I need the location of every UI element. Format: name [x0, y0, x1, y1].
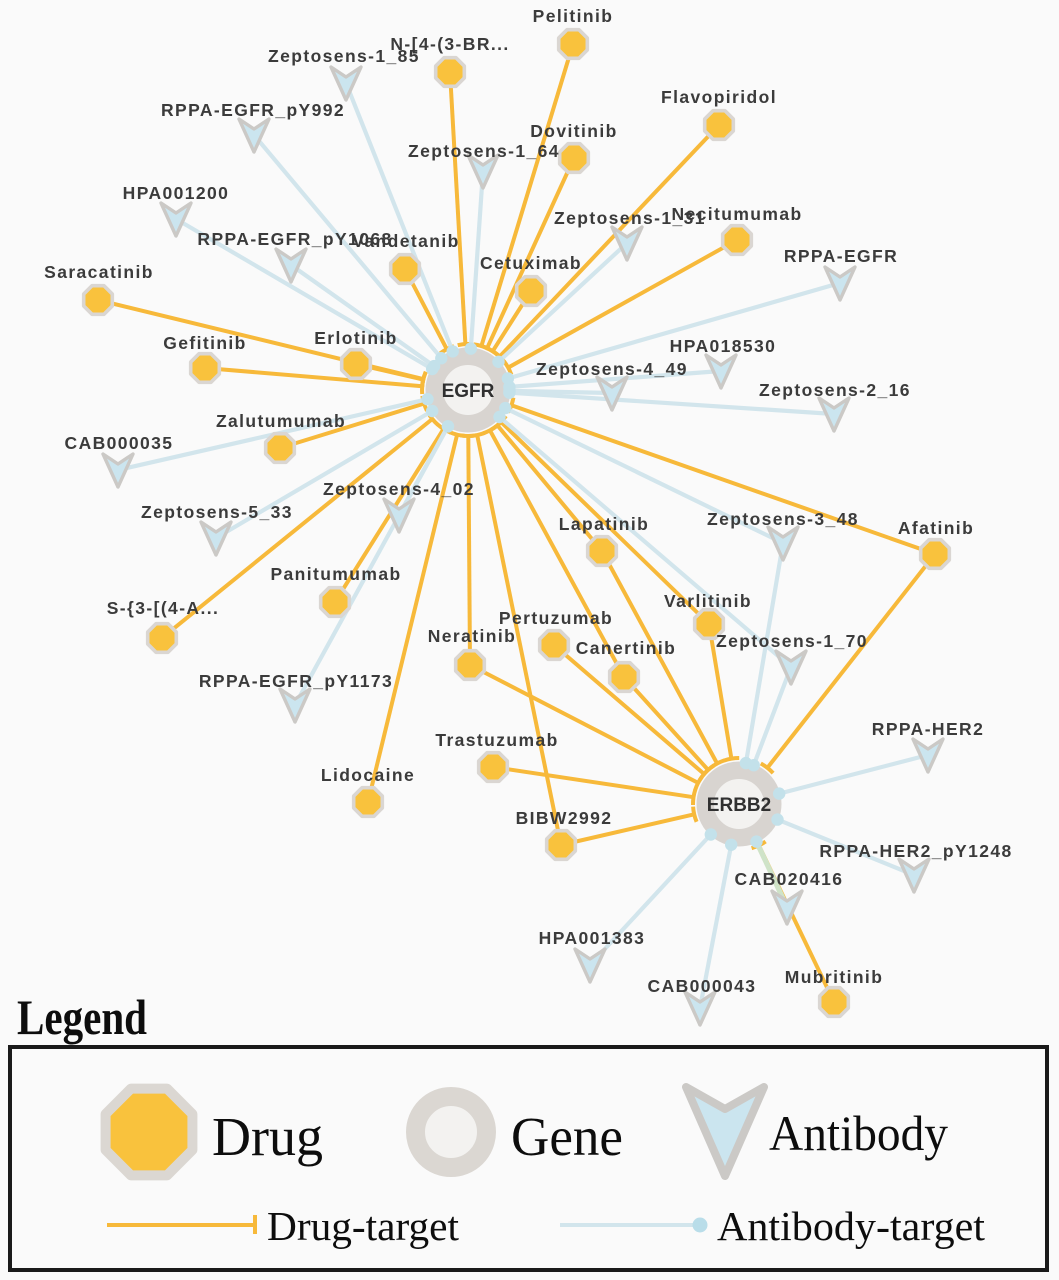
- svg-text:Trastuzumab: Trastuzumab: [435, 730, 558, 750]
- svg-text:Pelitinib: Pelitinib: [533, 6, 614, 26]
- svg-text:RPPA-HER2_pY1248: RPPA-HER2_pY1248: [819, 841, 1012, 861]
- svg-text:HPA001200: HPA001200: [123, 183, 230, 203]
- svg-text:HPA018530: HPA018530: [670, 336, 777, 356]
- svg-text:Legend: Legend: [17, 989, 147, 1045]
- svg-text:Pertuzumab: Pertuzumab: [499, 608, 613, 628]
- svg-text:Zeptosens-1_85: Zeptosens-1_85: [268, 46, 420, 66]
- svg-text:Saracatinib: Saracatinib: [44, 262, 154, 282]
- svg-text:Lapatinib: Lapatinib: [559, 514, 649, 534]
- svg-text:BIBW2992: BIBW2992: [516, 808, 613, 828]
- svg-text:Zeptosens-5_33: Zeptosens-5_33: [141, 502, 293, 522]
- svg-text:Zeptosens-1_31: Zeptosens-1_31: [554, 208, 706, 228]
- svg-text:Zeptosens-4_49: Zeptosens-4_49: [536, 359, 688, 379]
- svg-text:Flavopiridol: Flavopiridol: [661, 87, 777, 107]
- svg-text:CAB000043: CAB000043: [648, 976, 757, 996]
- svg-text:Zeptosens-1_64: Zeptosens-1_64: [408, 141, 560, 161]
- svg-text:Drug-target: Drug-target: [267, 1203, 460, 1249]
- svg-text:Gene: Gene: [511, 1106, 623, 1167]
- svg-text:EGFR: EGFR: [442, 381, 495, 402]
- svg-text:Necitumumab: Necitumumab: [671, 204, 802, 224]
- svg-text:Zeptosens-4_02: Zeptosens-4_02: [323, 479, 475, 499]
- svg-text:RPPA-EGFR: RPPA-EGFR: [784, 246, 898, 266]
- svg-text:Lidocaine: Lidocaine: [321, 765, 415, 785]
- svg-text:RPPA-EGFR_pY1173: RPPA-EGFR_pY1173: [199, 671, 393, 691]
- svg-text:Drug: Drug: [212, 1106, 323, 1167]
- svg-text:RPPA-EGFR_pY992: RPPA-EGFR_pY992: [161, 100, 345, 120]
- svg-text:ERBB2: ERBB2: [707, 795, 771, 816]
- svg-text:Vandetanib: Vandetanib: [352, 231, 459, 251]
- svg-text:Panitumumab: Panitumumab: [270, 564, 401, 584]
- svg-text:Varlitinib: Varlitinib: [664, 591, 752, 611]
- svg-text:S-{3-[(4-A...: S-{3-[(4-A...: [107, 598, 220, 618]
- svg-text:Erlotinib: Erlotinib: [314, 328, 398, 348]
- svg-text:Mubritinib: Mubritinib: [785, 967, 884, 987]
- svg-text:Gefitinib: Gefitinib: [163, 333, 247, 353]
- svg-text:Zeptosens-3_48: Zeptosens-3_48: [707, 509, 859, 529]
- svg-text:Antibody-target: Antibody-target: [717, 1203, 986, 1249]
- svg-text:Dovitinib: Dovitinib: [530, 121, 617, 141]
- svg-text:Zeptosens-2_16: Zeptosens-2_16: [759, 380, 911, 400]
- svg-text:Zeptosens-1_70: Zeptosens-1_70: [716, 631, 868, 651]
- svg-text:HPA001383: HPA001383: [539, 928, 646, 948]
- svg-text:Cetuximab: Cetuximab: [480, 253, 582, 273]
- svg-text:Afatinib: Afatinib: [898, 518, 974, 538]
- svg-text:RPPA-HER2: RPPA-HER2: [872, 719, 984, 739]
- svg-text:RPPA-EGFR_pY1068: RPPA-EGFR_pY1068: [197, 229, 392, 249]
- svg-text:Antibody: Antibody: [769, 1105, 948, 1161]
- svg-text:CAB020416: CAB020416: [735, 869, 844, 889]
- svg-text:Zalutumumab: Zalutumumab: [216, 411, 346, 431]
- svg-text:Neratinib: Neratinib: [428, 626, 516, 646]
- svg-text:Canertinib: Canertinib: [576, 638, 677, 658]
- svg-text:N-[4-(3-BR...: N-[4-(3-BR...: [390, 34, 509, 54]
- svg-text:CAB000035: CAB000035: [65, 433, 174, 453]
